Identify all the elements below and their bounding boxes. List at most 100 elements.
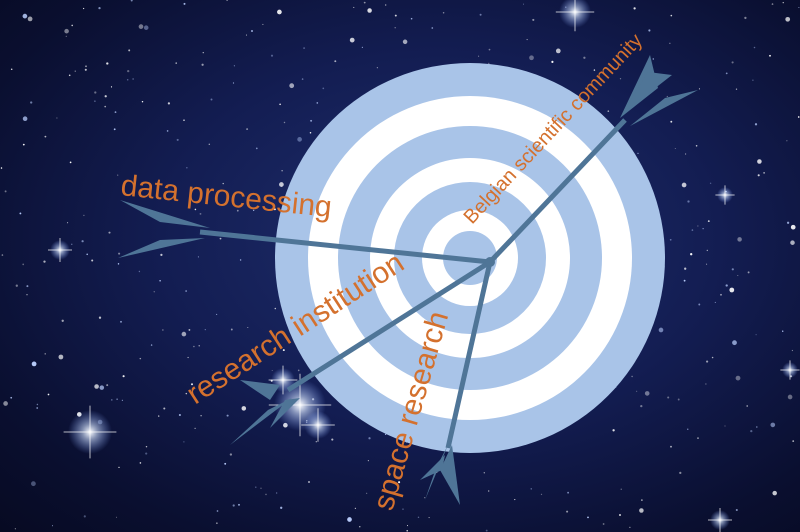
star bbox=[619, 514, 621, 516]
star bbox=[691, 229, 694, 231]
star bbox=[36, 407, 39, 409]
star bbox=[200, 415, 202, 417]
star bbox=[697, 437, 699, 439]
star bbox=[61, 319, 64, 322]
star bbox=[188, 328, 191, 331]
star bbox=[398, 481, 401, 484]
star bbox=[43, 260, 46, 263]
star bbox=[771, 3, 774, 5]
star bbox=[754, 123, 758, 126]
star bbox=[629, 526, 631, 528]
star bbox=[334, 60, 337, 63]
star bbox=[273, 208, 276, 211]
star bbox=[216, 510, 219, 512]
star bbox=[679, 471, 682, 475]
star bbox=[526, 39, 528, 41]
star bbox=[310, 119, 313, 122]
star bbox=[183, 441, 185, 443]
star bbox=[253, 209, 255, 211]
star bbox=[30, 101, 33, 104]
star bbox=[735, 508, 738, 512]
star bbox=[232, 504, 235, 507]
star bbox=[755, 334, 757, 336]
star bbox=[162, 329, 164, 331]
star bbox=[669, 238, 672, 241]
star bbox=[99, 385, 105, 390]
star bbox=[127, 69, 130, 73]
star bbox=[229, 453, 233, 456]
star bbox=[67, 222, 69, 224]
star bbox=[729, 287, 735, 293]
star bbox=[753, 46, 756, 49]
star bbox=[782, 2, 784, 4]
star bbox=[265, 493, 267, 496]
star bbox=[238, 503, 240, 506]
star bbox=[309, 132, 312, 134]
star bbox=[139, 462, 142, 464]
star bbox=[167, 102, 171, 105]
star bbox=[666, 95, 668, 98]
star bbox=[277, 9, 282, 15]
star bbox=[368, 437, 371, 440]
star bbox=[744, 16, 747, 20]
star bbox=[540, 493, 543, 496]
star bbox=[233, 65, 235, 67]
star bbox=[3, 401, 8, 406]
star bbox=[731, 268, 734, 271]
arrow-space-research bbox=[420, 261, 493, 505]
star bbox=[530, 488, 532, 490]
star bbox=[410, 17, 413, 20]
star bbox=[707, 220, 710, 223]
star bbox=[185, 290, 187, 292]
star bbox=[705, 383, 707, 385]
star bbox=[236, 209, 239, 212]
star bbox=[132, 78, 134, 80]
star bbox=[747, 271, 750, 274]
star bbox=[230, 328, 233, 331]
star bbox=[583, 56, 586, 59]
star bbox=[262, 23, 264, 25]
star bbox=[376, 67, 378, 69]
star bbox=[110, 86, 113, 88]
star bbox=[194, 208, 197, 211]
star bbox=[367, 460, 369, 462]
star bbox=[10, 396, 13, 399]
star bbox=[226, 0, 228, 1]
star bbox=[194, 427, 196, 430]
star bbox=[644, 391, 650, 396]
star bbox=[115, 516, 118, 518]
star bbox=[114, 111, 117, 113]
star bbox=[786, 140, 788, 142]
star bbox=[307, 480, 311, 484]
star bbox=[785, 16, 791, 22]
star bbox=[270, 54, 274, 57]
star bbox=[279, 182, 284, 187]
star bbox=[297, 137, 302, 142]
star bbox=[210, 98, 213, 101]
star bbox=[232, 82, 235, 84]
star bbox=[94, 91, 97, 94]
star bbox=[83, 214, 85, 217]
star bbox=[0, 167, 3, 169]
star bbox=[522, 3, 525, 5]
star bbox=[331, 438, 334, 441]
star bbox=[113, 128, 116, 131]
star bbox=[94, 384, 99, 389]
star bbox=[685, 153, 687, 155]
star bbox=[139, 357, 142, 360]
star bbox=[633, 7, 636, 10]
star bbox=[56, 117, 58, 119]
star bbox=[81, 240, 84, 243]
star bbox=[303, 47, 306, 50]
star bbox=[750, 429, 753, 433]
star bbox=[104, 95, 107, 98]
star bbox=[566, 510, 569, 513]
star bbox=[239, 259, 242, 261]
star bbox=[683, 279, 686, 282]
star bbox=[224, 462, 227, 465]
star bbox=[709, 182, 712, 184]
star bbox=[118, 252, 121, 255]
star bbox=[204, 328, 206, 331]
star bbox=[681, 182, 687, 188]
star bbox=[702, 228, 704, 230]
